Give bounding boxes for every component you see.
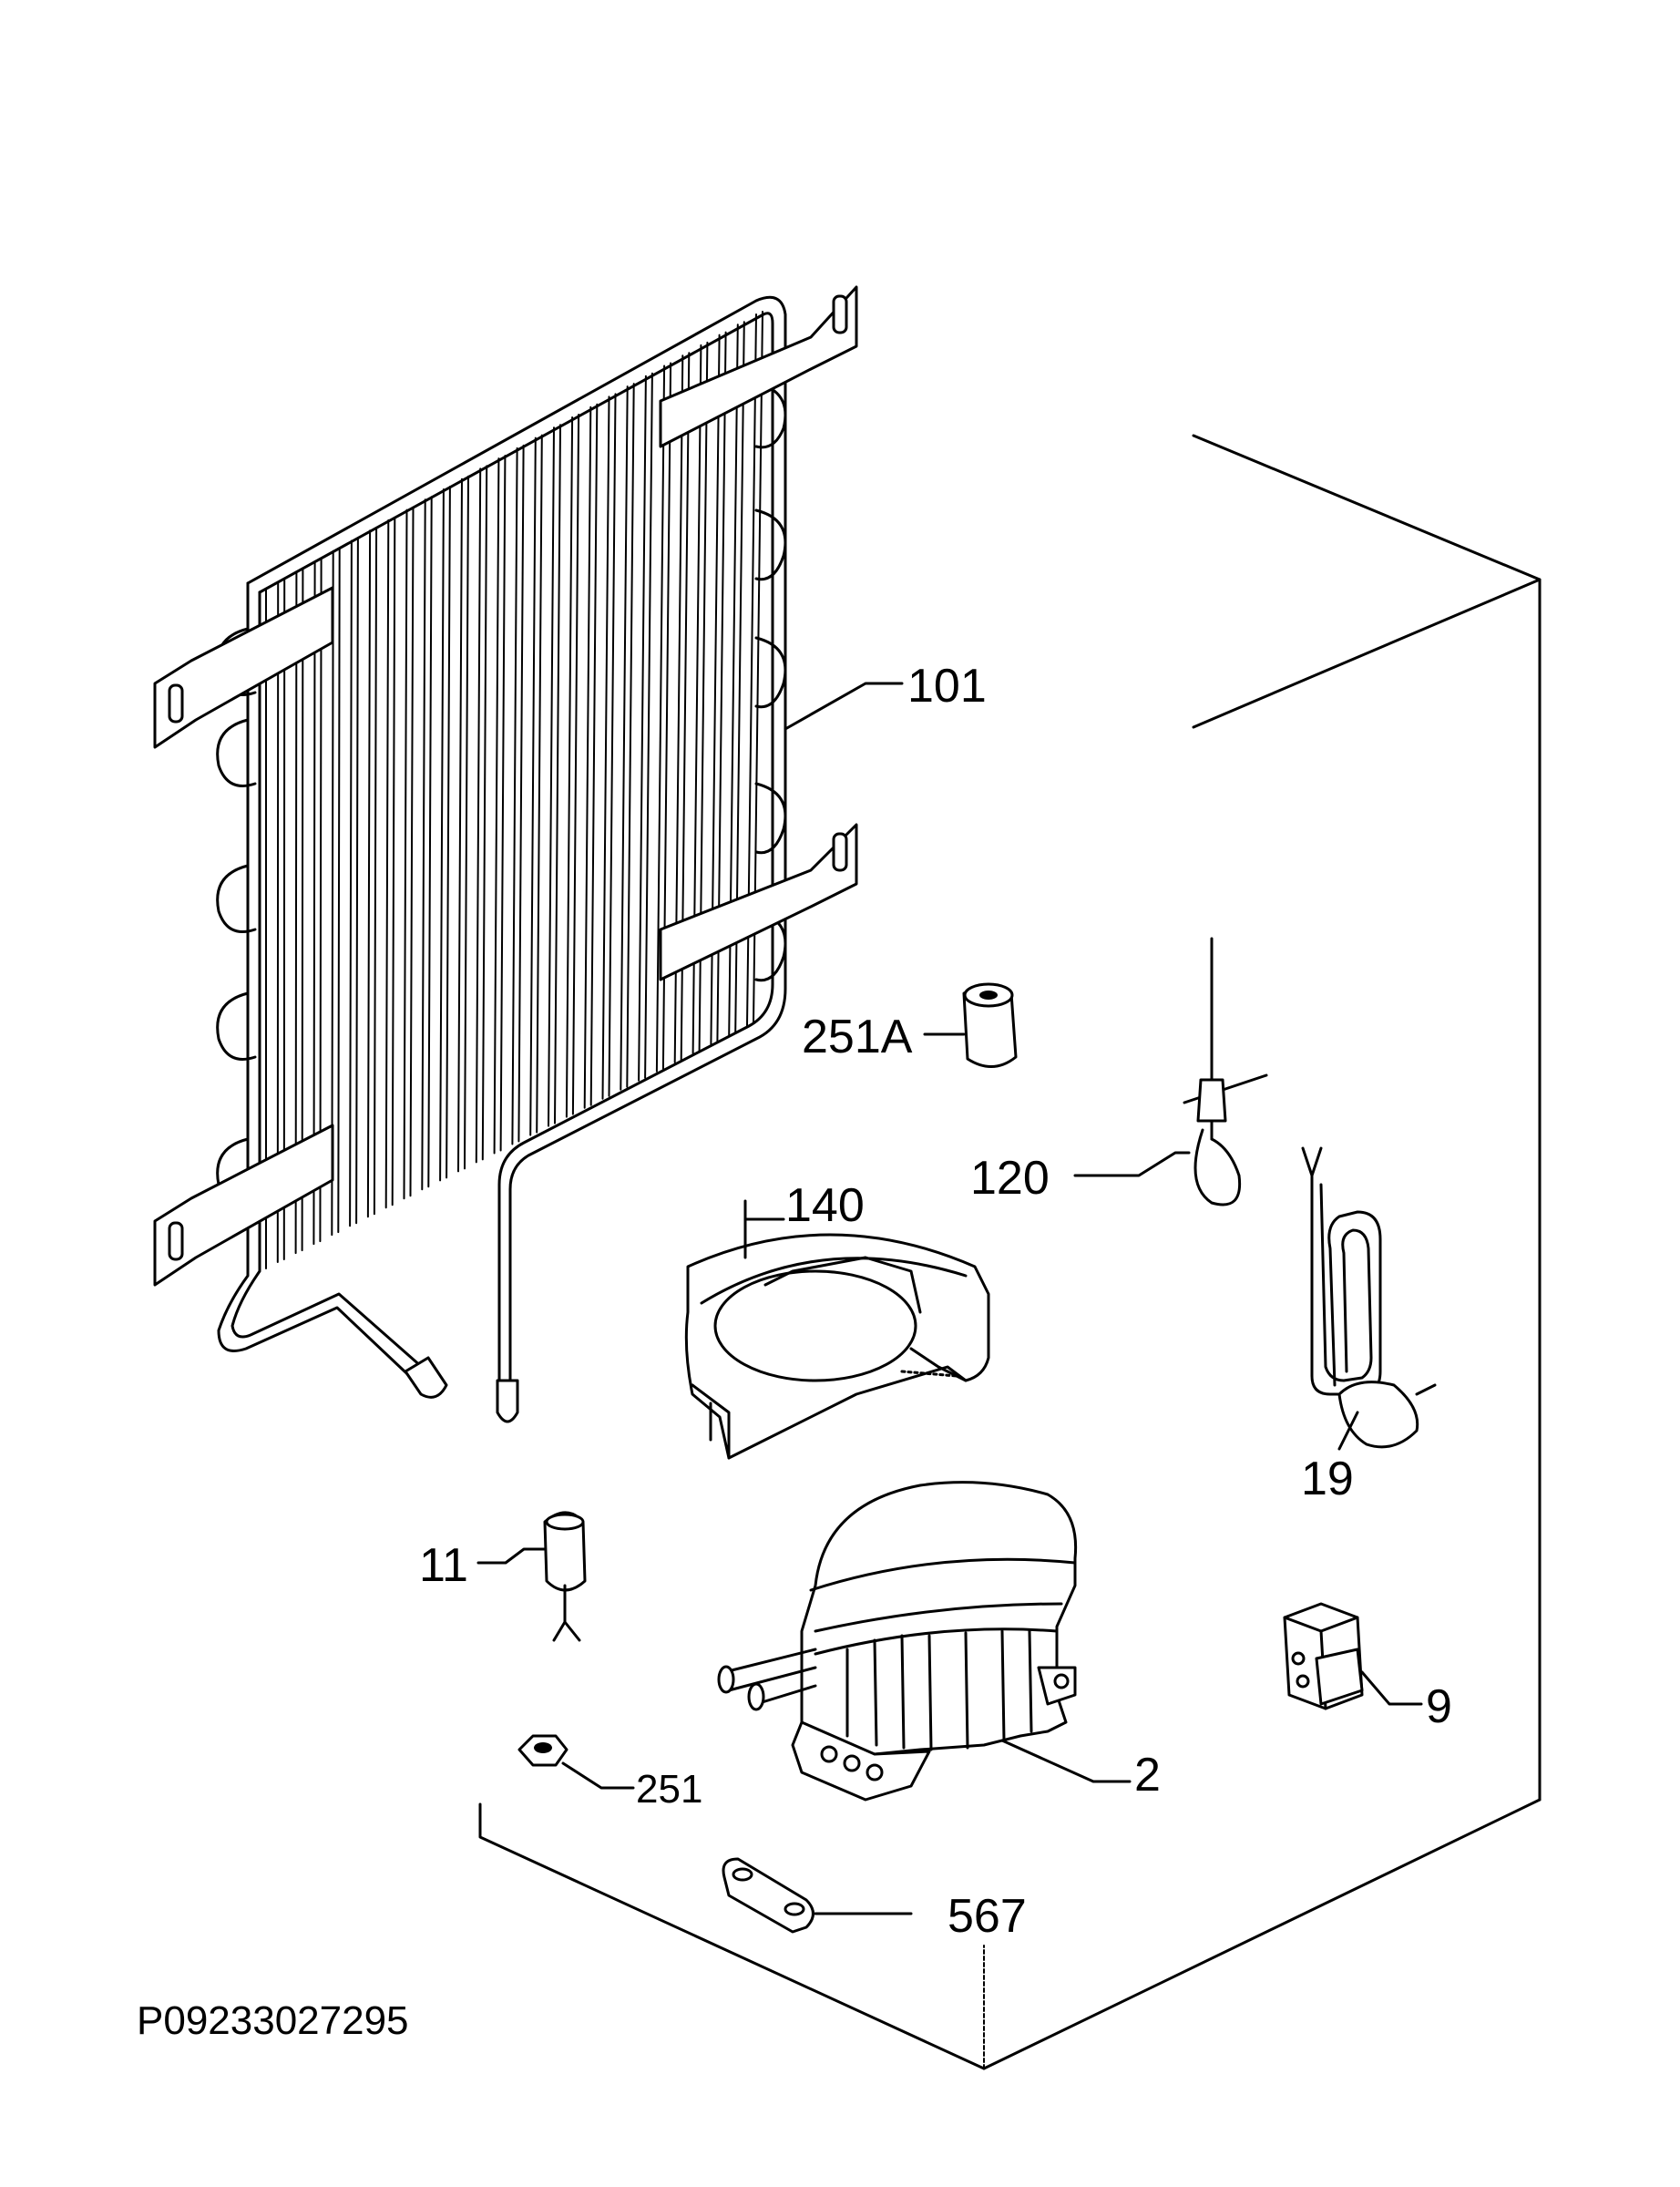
condenser-wire: [481, 465, 488, 1161]
condenser-wire: [337, 547, 341, 1234]
condenser-wire: [403, 508, 408, 1200]
callout-11: 11: [419, 1539, 468, 1592]
callout-9: 9: [1426, 1680, 1452, 1733]
condenser-wire: [427, 496, 433, 1188]
drier-filter-part: [476, 1511, 587, 1642]
condenser-bracket-top-left: [153, 586, 334, 749]
condenser-wire: [421, 498, 426, 1191]
condenser-wire: [565, 416, 574, 1118]
condenser-wire: [331, 549, 334, 1237]
condenser-bracket-top-right: [659, 285, 858, 448]
condenser-wire: [439, 488, 445, 1182]
compressor-pipes: [717, 1648, 817, 1711]
condenser-wire: [366, 529, 372, 1218]
condenser-wire: [457, 477, 463, 1173]
condenser-wire: [349, 539, 353, 1227]
condenser-bracket-middle-right: [659, 823, 858, 981]
condenser-wire: [554, 424, 561, 1124]
power-cord-part: [1301, 1146, 1437, 1451]
condenser-wire: [312, 560, 316, 1246]
condenser-wire: [391, 516, 396, 1206]
condenser-wire: [589, 403, 599, 1106]
condenser-wire: [475, 467, 482, 1164]
compressor-cover-part: [684, 1199, 990, 1460]
condenser-coil-right: [754, 381, 787, 982]
condenser-wire: [626, 383, 635, 1088]
compressor-part: [717, 1481, 1132, 1802]
thermostat-probe-part: [1073, 937, 1268, 1206]
condenser-coil-left: [216, 627, 257, 1206]
condenser-wire: [517, 444, 525, 1143]
relay-part: [1283, 1602, 1423, 1710]
callout-120: 120: [970, 1152, 1050, 1205]
condenser-wire: [294, 570, 298, 1255]
condenser-wire: [355, 537, 359, 1225]
condenser-wire: [608, 393, 617, 1097]
condenser-wire: [529, 436, 537, 1136]
condenser: [153, 285, 904, 1423]
condenser-wire: [638, 375, 647, 1082]
callout-251a-text: 251A: [802, 1011, 913, 1063]
condenser-wire: [536, 434, 543, 1134]
callout-567: 567: [948, 1890, 1027, 1943]
condenser-wire: [644, 372, 653, 1079]
condenser-wire: [620, 385, 629, 1091]
condenser-wire: [464, 475, 469, 1170]
condenser-wire: [548, 426, 555, 1127]
condenser-wire: [446, 486, 451, 1179]
rubber-washer-part: [923, 982, 1018, 1068]
callout-251a: 251A: [802, 1011, 913, 1063]
condenser-wire: [571, 414, 580, 1115]
condenser-wire: [493, 457, 500, 1155]
condenser-wires: [259, 311, 763, 1272]
nut-part: [517, 1734, 635, 1790]
callout-251: 251: [636, 1767, 702, 1812]
callout-19: 19: [1301, 1453, 1354, 1505]
condenser-wire: [601, 395, 610, 1100]
cabinet-outline: [478, 434, 1542, 2070]
callout-2: 2: [1134, 1749, 1161, 1802]
compressor-stripes: [845, 1629, 1033, 1751]
condenser-wire: [373, 527, 378, 1216]
condenser-wire: [409, 506, 415, 1197]
condenser-wire: [499, 455, 507, 1152]
condenser-wire: [511, 447, 518, 1145]
callout-101: 101: [907, 660, 987, 713]
condenser-wire: [655, 364, 666, 1073]
condenser-wire: [583, 406, 592, 1109]
condenser-bracket-bottom-left: [153, 1124, 334, 1287]
condenser-wire: [319, 558, 323, 1243]
condenser-wire: [301, 568, 304, 1252]
drawing-code: P09233027295: [137, 1998, 409, 2043]
bracket-part: [722, 1857, 913, 1934]
condenser-wire: [384, 519, 390, 1209]
callout-140: 140: [785, 1179, 865, 1232]
